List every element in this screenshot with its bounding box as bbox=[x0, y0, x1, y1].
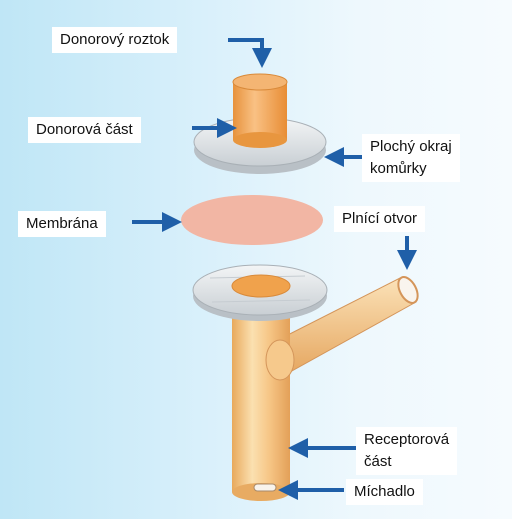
label-flat-rim: Plochý okraj komůrky bbox=[362, 134, 460, 182]
donor-chamber bbox=[193, 73, 327, 174]
label-donor-part: Donorová část bbox=[28, 117, 141, 143]
label-receptor-part-line-1: Receptorová bbox=[364, 431, 450, 448]
label-flat-rim-line-1: Plochý okraj bbox=[370, 138, 452, 155]
fill-port-opening bbox=[397, 276, 419, 304]
label-receptor-part-line-2: část bbox=[364, 453, 392, 470]
pointer-arrows bbox=[132, 38, 417, 500]
receptor-chamber bbox=[192, 264, 419, 501]
stir-bar bbox=[253, 483, 277, 492]
label-receptor-part: Receptorová část bbox=[356, 427, 458, 475]
donor-cylinder-bottom bbox=[233, 132, 287, 148]
label-flat-rim-line-2: komůrky bbox=[370, 160, 427, 177]
donor-cylinder-top bbox=[232, 73, 288, 91]
receptor-tube bbox=[232, 292, 290, 492]
membrane-disc bbox=[181, 195, 323, 245]
label-membrane: Membrána bbox=[18, 211, 106, 237]
label-stirrer: Míchadlo bbox=[346, 479, 423, 505]
arrow-donor-solution bbox=[228, 38, 272, 68]
fill-port-joint bbox=[265, 339, 295, 381]
label-donor-solution: Donorový roztok bbox=[52, 27, 178, 53]
donor-cylinder bbox=[233, 82, 287, 140]
label-fill-port: Plnící otvor bbox=[334, 206, 426, 232]
fill-port-arm bbox=[267, 276, 419, 373]
receptor-opening bbox=[231, 274, 291, 298]
